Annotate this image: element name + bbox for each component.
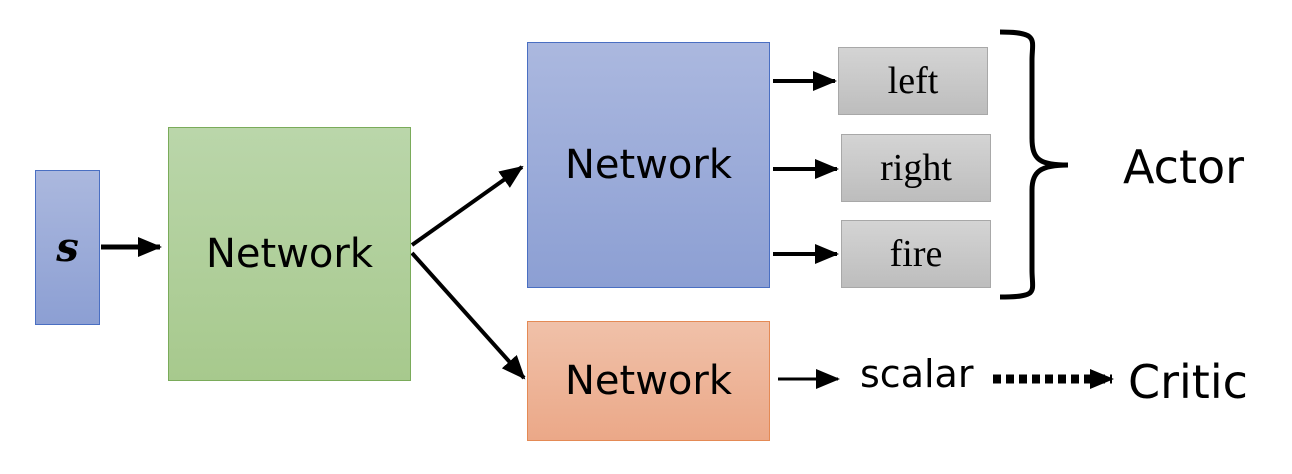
actor-brace xyxy=(999,29,1069,300)
critic-network-box: Network xyxy=(527,321,770,441)
arrow-shared-to-critic xyxy=(410,251,526,380)
actor-label: Actor xyxy=(1123,140,1245,194)
action-right-box: right xyxy=(841,134,991,202)
state-input-box: s xyxy=(35,170,100,325)
action-left-box: left xyxy=(838,47,988,115)
action-fire-box: fire xyxy=(841,220,991,288)
shared-network-label: Network xyxy=(205,231,373,277)
action-label: fire xyxy=(889,233,943,275)
arrow-shared-to-actor xyxy=(410,165,524,247)
scalar-label: scalar xyxy=(860,352,974,396)
shared-network-box: Network xyxy=(168,127,411,381)
state-label: s xyxy=(56,224,79,271)
action-label: right xyxy=(880,147,952,189)
critic-network-label: Network xyxy=(564,358,732,404)
action-label: left xyxy=(887,60,939,102)
critic-label: Critic xyxy=(1128,355,1248,409)
actor-network-label: Network xyxy=(564,142,732,188)
actor-network-box: Network xyxy=(527,42,770,288)
